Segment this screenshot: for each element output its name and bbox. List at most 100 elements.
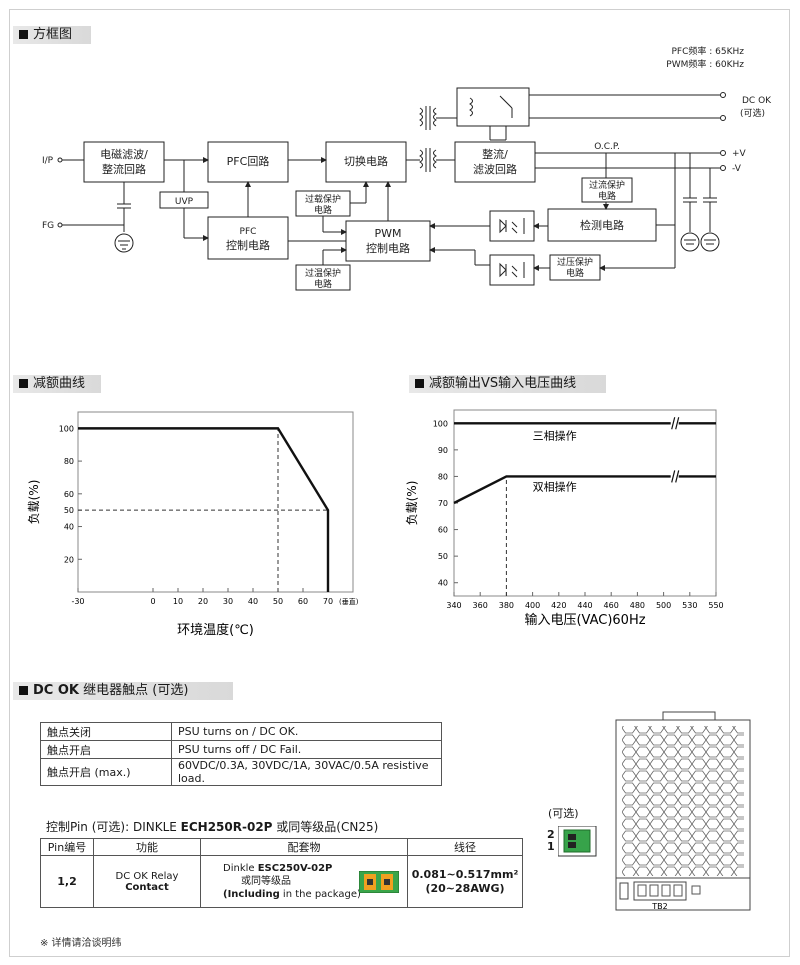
section-derating-vs-input: 减额输出VS输入电压曲线 (409, 375, 606, 393)
axis-break-gap (670, 470, 679, 483)
derating-chart: -30 0 10 20 30 40 50 60 70 (垂直) 20 40 50 60 80 100 环境温度(… (27, 411, 359, 638)
relay-box (456, 87, 530, 127)
plus-v-label: +V (732, 149, 747, 159)
x-tick-label: 70 (323, 597, 333, 606)
axis-break-mark (671, 417, 680, 430)
emi-label-2: 整流回路 (102, 162, 146, 176)
y-axis-label: 负载(%) (405, 481, 419, 526)
plot-frame (453, 409, 717, 597)
y-tick-label: 50 (438, 552, 448, 561)
x-tick-label: 10 (173, 597, 183, 606)
ocp-box (581, 177, 633, 203)
ovp-label-2: 电路 (566, 267, 584, 279)
otp-label-2: 电路 (314, 278, 332, 290)
x-tick-label: 420 (551, 601, 566, 610)
section-dc-ok: DC OK 继电器触点 (可选) (13, 682, 233, 700)
olp-label-2: 电路 (314, 204, 332, 216)
x-tick-label: 500 (656, 601, 671, 610)
opto-1 (489, 210, 535, 242)
section-derating: 减额曲线 (13, 375, 101, 393)
series-label: 三相操作 (533, 428, 577, 442)
connector-icon (558, 826, 597, 857)
y-tick-label: 70 (438, 499, 448, 508)
y-tick-label: 40 (438, 579, 448, 588)
y-tick-label: 100 (59, 424, 74, 433)
contact-table: 触点关闭 PSU turns on / DC OK. 触点开启 PSU turn… (40, 722, 442, 786)
olp-label-1: 过载保护 (305, 193, 341, 205)
rect-label-2: 滤波回路 (473, 163, 517, 176)
x-tick-label: 480 (630, 601, 645, 610)
table-row: 1,2 DC OK Relay Contact Dinkle ESC250V-0… (40, 855, 523, 908)
table-header-row: Pin编号 功能 配套物 线径 (40, 838, 523, 856)
x-axis-label: 环境温度(℃) (177, 622, 254, 638)
ocp-label: O.C.P. (594, 142, 620, 152)
freq-pwm: PWM频率 : 60KHz (666, 58, 744, 70)
x-axis-label: 输入电压(VAC)60Hz (524, 612, 645, 628)
freq-pfc: PFC频率 : 65KHz (672, 45, 745, 57)
x-tick-label: 550 (708, 601, 723, 610)
page-frame (9, 9, 790, 957)
rectifier-box (454, 141, 536, 183)
ip-label: I/P (42, 156, 54, 166)
y-tick-label: 50 (64, 506, 74, 515)
x-tick-label: 380 (499, 601, 514, 610)
series-line (78, 427, 330, 592)
x-tick-label: 340 (446, 601, 461, 610)
detect-label: 检测电路 (580, 218, 624, 232)
ocp-box-label-2: 电路 (598, 190, 616, 202)
y-tick-label: 100 (433, 419, 448, 428)
optional-label: (可选) (548, 807, 579, 820)
pfc-label: PFC回路 (227, 155, 270, 168)
fg-label: FG (42, 221, 54, 231)
axis-break-mark (671, 470, 680, 483)
uvp-label: UVP (175, 197, 194, 207)
table-row: 触点关闭 PSU turns on / DC OK. (40, 722, 442, 741)
y-tick-label: 90 (438, 446, 448, 455)
table-row: 触点开启 (max.) 60VDC/0.3A, 30VDC/1A, 30VAC/… (40, 758, 442, 786)
y-axis-label: 负载(%) (27, 480, 41, 525)
pwm-label-2: 控制电路 (366, 241, 410, 255)
x-tick-label: 440 (577, 601, 592, 610)
pwm-label-1: PWM (374, 227, 401, 240)
pfc-ctrl-label-1: PFC (240, 227, 257, 237)
x-tick-label: 50 (273, 597, 283, 606)
y-tick-label: 60 (64, 490, 74, 499)
series-line (453, 475, 716, 505)
x-tick-label: 20 (198, 597, 208, 606)
pin-title: 控制Pin (可选): DINKLE ECH250R-02P 或同等级品(CN2… (46, 820, 379, 834)
pin-table: Pin编号 功能 配套物 线径 1,2 DC OK Relay Contact … (40, 838, 523, 908)
series-label: 双相操作 (533, 479, 577, 493)
tb2-label: TB2 (651, 902, 667, 911)
minus-v-label: -V (732, 164, 742, 174)
pfc-control-box (207, 216, 289, 260)
dcok-label-2: (可选) (740, 107, 765, 119)
otp-label-1: 过温保护 (305, 267, 341, 279)
opto-2 (489, 254, 535, 286)
derating-vs-input-chart: 340 360 380 400 420 440 460 480 500 530 550 40 50 60 7… (405, 409, 724, 628)
plot-frame (77, 411, 354, 593)
section-block-diagram: 方框图 (13, 26, 91, 44)
x-tick-label: 400 (525, 601, 540, 610)
block-diagram: 电磁滤波/ 整流回路 PFC回路 切换电路 整流/ 滤波回路 PFC 控制电路 … (42, 45, 772, 291)
y-tick-label: 80 (64, 457, 74, 466)
emi-label-1: 电磁滤波/ (100, 148, 148, 161)
footnote: ※ 详情请洽谈明纬 (40, 938, 122, 949)
ocp-box-label-1: 过流保护 (589, 179, 625, 191)
y-tick-label: 20 (64, 555, 74, 564)
x-tick-label: 460 (604, 601, 619, 610)
x-tick-label: 60 (298, 597, 308, 606)
x-tick-suffix: (垂直) (339, 597, 359, 606)
y-tick-label: 40 (64, 523, 74, 532)
x-tick-label: 360 (473, 601, 488, 610)
x-tick-label: 40 (248, 597, 258, 606)
x-tick-label: 0 (150, 597, 155, 606)
y-tick-label: 60 (438, 526, 448, 535)
axis-break-gap (670, 417, 679, 430)
x-tick-label: 30 (223, 597, 233, 606)
x-tick-label: -30 (71, 597, 84, 606)
dcok-label-1: DC OK (742, 96, 772, 106)
x-tick-label: 530 (682, 601, 697, 610)
terminal-block-icon (359, 871, 399, 893)
ovp-label-1: 过压保护 (557, 256, 593, 268)
